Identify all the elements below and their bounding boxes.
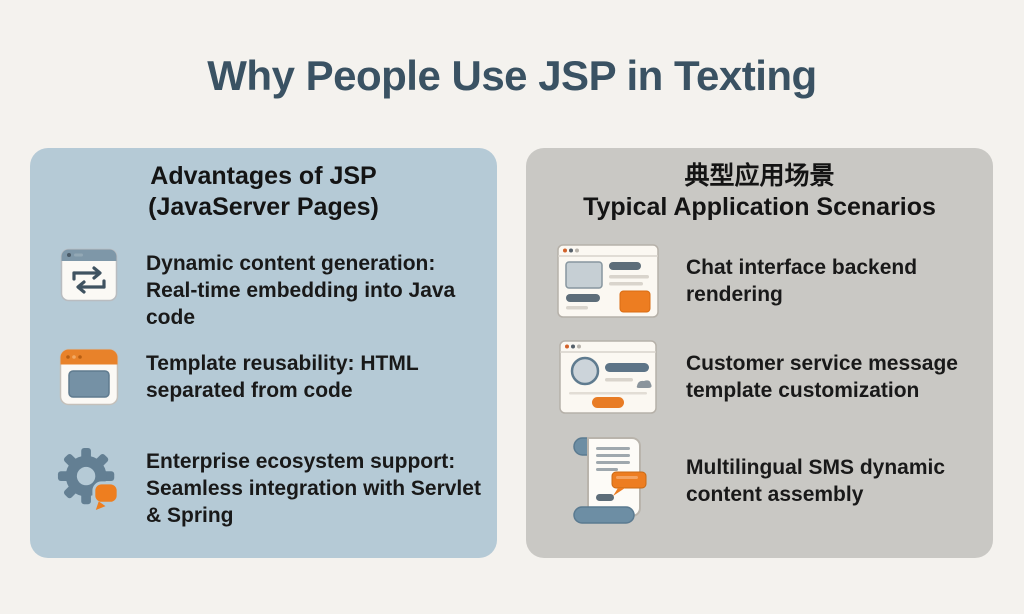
scenario-item-text: Customer service message template custom…: [686, 352, 958, 402]
scenario-item-service-template: Customer service message template custom…: [556, 340, 978, 414]
window-template-icon: [56, 348, 122, 406]
scenario-item-text: Multilingual SMS dynamic content assembl…: [686, 456, 946, 506]
scenarios-panel: 典型应用场景 Typical Application Scenarios: [526, 148, 993, 558]
browser-chat-layout-icon: [556, 244, 660, 318]
scenario-item-text: Chat interface backend rendering: [686, 256, 918, 306]
advantage-item-text: Template reusability: HTML separated fro…: [146, 352, 419, 402]
advantage-item-enterprise-support: Enterprise ecosystem support: Seamless i…: [56, 446, 482, 529]
advantage-item-text: Enterprise ecosystem support: Seamless i…: [146, 450, 481, 527]
advantages-panel-title: Advantages of JSP (JavaServer Pages): [30, 161, 497, 223]
advantage-item-dynamic-content: Dynamic content generation: Real-time em…: [56, 248, 482, 331]
scenarios-title-english: Typical Application Scenarios: [583, 193, 936, 221]
browser-profile-form-icon: [556, 340, 660, 414]
scroll-message-icon: [556, 434, 660, 528]
advantage-item-text: Dynamic content generation: Real-time em…: [146, 252, 456, 329]
scenarios-title-chinese: 典型应用场景: [684, 162, 835, 190]
scenarios-panel-title: 典型应用场景 Typical Application Scenarios: [526, 161, 993, 223]
scenario-item-chat-rendering: Chat interface backend rendering: [556, 244, 978, 318]
gear-chat-bubble-icon: [56, 446, 122, 512]
window-sync-arrows-icon: [56, 248, 122, 302]
page-title: Why People Use JSP in Texting: [207, 52, 817, 99]
advantage-item-template-reusability: Template reusability: HTML separated fro…: [56, 348, 482, 406]
scenario-item-sms-assembly: Multilingual SMS dynamic content assembl…: [556, 434, 978, 528]
advantages-title-line2: (JavaServer Pages): [148, 193, 379, 221]
advantages-title-line1: Advantages of JSP: [150, 162, 377, 190]
advantages-panel: Advantages of JSP (JavaServer Pages): [30, 148, 497, 558]
